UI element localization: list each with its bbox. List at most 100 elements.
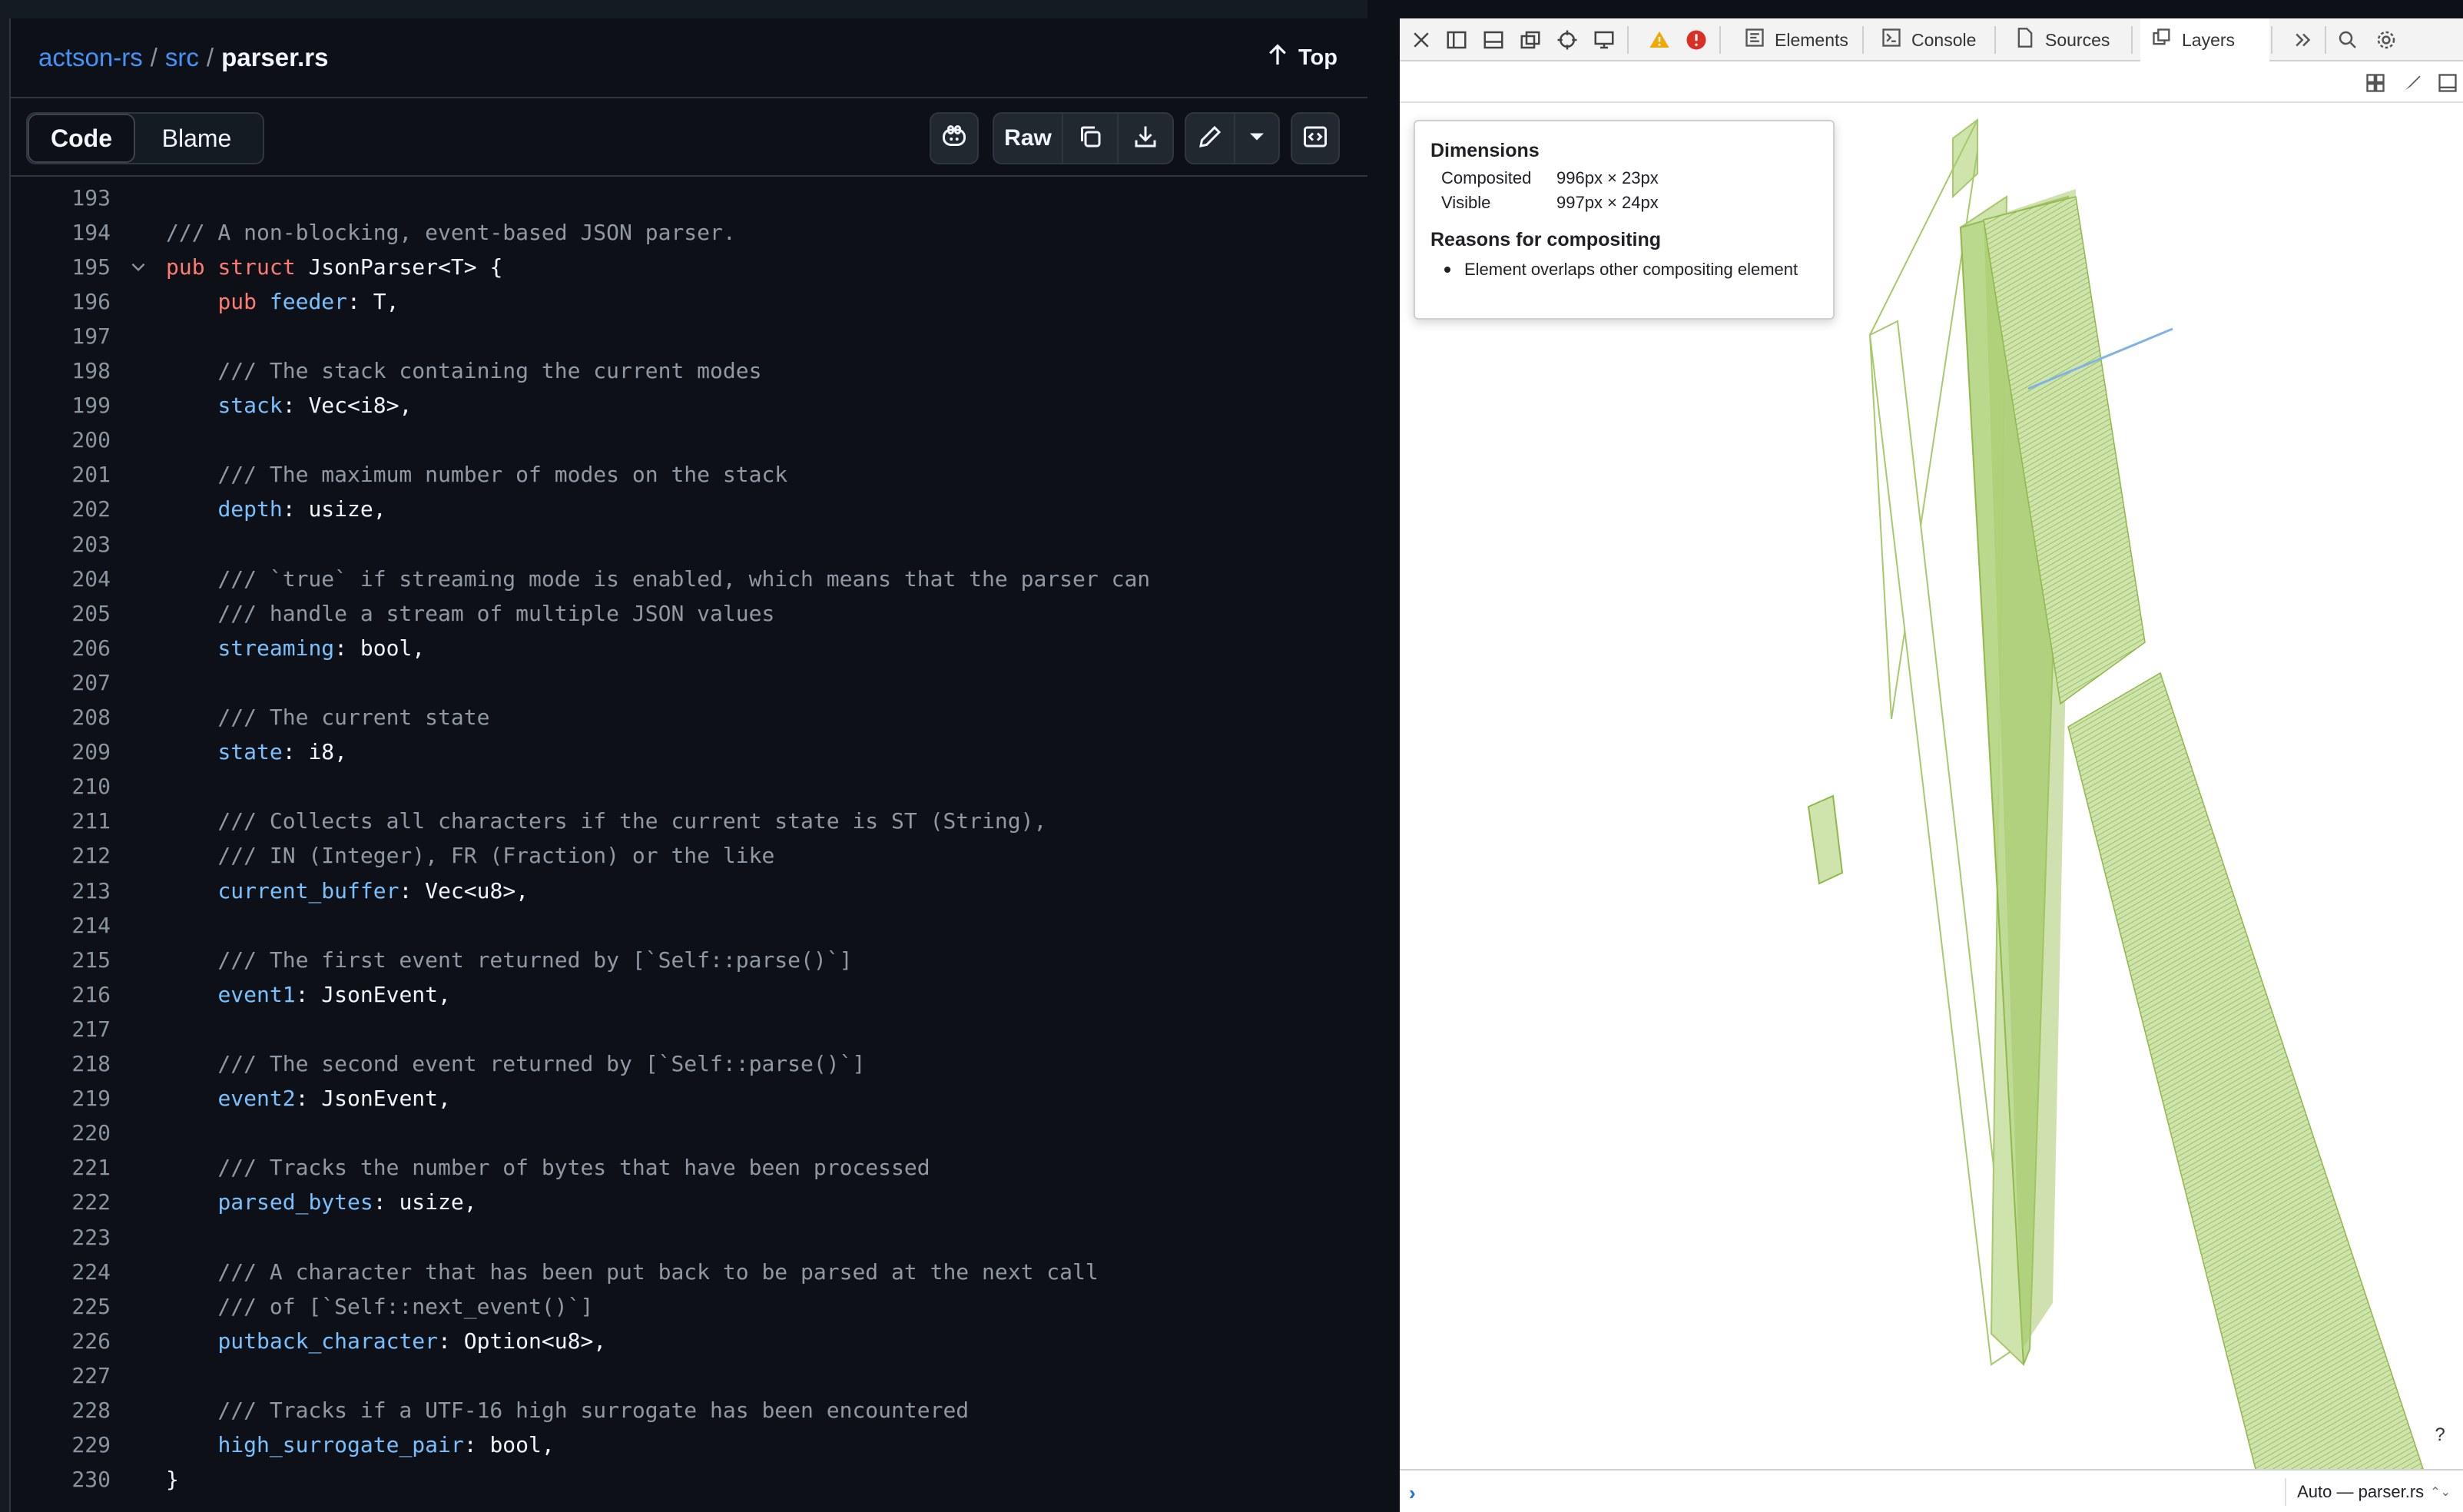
tab-elements[interactable]: Elements [1733,18,1861,61]
inspect-crosshair-icon[interactable] [1552,25,1583,55]
line-number[interactable]: 197 [71,323,111,349]
line-number[interactable]: 195 [71,254,111,280]
line-number[interactable]: 194 [71,219,111,245]
dock-bottom-icon[interactable] [1478,25,1509,55]
code-line[interactable]: 203 [11,526,1367,562]
copy-button[interactable] [1063,114,1119,163]
code-line[interactable]: 226 putback_character: Option<u8>, [11,1323,1367,1358]
edit-dropdown-button[interactable] [1235,114,1278,163]
console-prompt-icon[interactable]: › [1409,1481,1416,1504]
line-number[interactable]: 210 [71,774,111,800]
code-line[interactable]: 210 [11,769,1367,804]
code-line[interactable]: 219 event2: JsonEvent, [11,1081,1367,1116]
line-number[interactable]: 204 [71,565,111,592]
code-line[interactable]: 193 [11,180,1367,215]
line-number[interactable]: 201 [71,462,111,488]
tab-sources[interactable]: Sources [2004,18,2130,61]
line-number[interactable]: 198 [71,358,111,383]
fold-chevron-icon[interactable] [111,257,166,277]
line-number[interactable]: 217 [71,1016,111,1042]
code-line[interactable]: 194/// A non-blocking, event-based JSON … [11,214,1367,250]
error-icon[interactable] [1681,25,1712,55]
code-line[interactable]: 196 pub feeder: T, [11,284,1367,319]
line-number[interactable]: 203 [71,531,111,557]
code-line[interactable]: 228 /// Tracks if a UTF-16 high surrogat… [11,1393,1367,1428]
paint-profiler-grid-icon[interactable] [2363,71,2388,95]
line-number[interactable]: 223 [71,1224,111,1250]
tab-blame[interactable]: Blame [161,124,232,152]
line-number[interactable]: 207 [71,669,111,695]
code-line[interactable]: 229 high_surrogate_pair: bool, [11,1427,1367,1463]
line-number[interactable]: 206 [71,635,111,661]
tab-code[interactable]: Code [28,114,135,163]
line-number[interactable]: 213 [71,877,111,904]
panel-toggle-icon[interactable] [2435,71,2460,95]
code-line[interactable]: 218 /// The second event returned by [`S… [11,1046,1367,1082]
line-number[interactable]: 193 [71,184,111,211]
help-button[interactable]: ? [2425,1420,2455,1451]
code-line[interactable]: 211 /// Collects all characters if the c… [11,804,1367,839]
line-number[interactable]: 228 [71,1398,111,1423]
symbols-panel-button[interactable] [1291,112,1340,164]
code-line[interactable]: 212 /// IN (Integer), FR (Fraction) or t… [11,838,1367,874]
line-number[interactable]: 208 [71,705,111,730]
context-selector[interactable]: Auto — parser.rs ⌃⌄ [2285,1478,2451,1506]
code-line[interactable]: 202 depth: usize, [11,492,1367,527]
code-line[interactable]: 198 /// The stack containing the current… [11,353,1367,389]
code-line[interactable]: 224 /// A character that has been put ba… [11,1254,1367,1289]
line-number[interactable]: 196 [71,288,111,314]
line-number[interactable]: 226 [71,1328,111,1354]
close-icon[interactable] [1406,25,1437,55]
line-number[interactable]: 221 [71,1155,111,1181]
breadcrumb-dir-link[interactable]: src [164,43,199,71]
undock-icon[interactable] [1515,25,1546,55]
tab-layers[interactable]: Layers [2140,18,2269,61]
code-line[interactable]: 217 [11,1011,1367,1046]
line-number[interactable]: 215 [71,947,111,973]
code-line[interactable]: 197 [11,318,1367,353]
line-number[interactable]: 220 [71,1120,111,1146]
line-number[interactable]: 218 [71,1051,111,1076]
code-line[interactable]: 200 [11,423,1367,458]
code-line[interactable]: 227 [11,1358,1367,1393]
code-line[interactable]: 199 stack: Vec<i8>, [11,388,1367,423]
line-number[interactable]: 225 [71,1293,111,1319]
code-line[interactable]: 222 parsed_bytes: usize, [11,1185,1367,1220]
more-tabs-icon[interactable] [2288,25,2319,55]
line-number[interactable]: 199 [71,393,111,419]
code-line[interactable]: 216 event1: JsonEvent, [11,976,1367,1012]
code-line[interactable]: 208 /// The current state [11,700,1367,735]
code-line[interactable]: 213 current_buffer: Vec<u8>, [11,873,1367,908]
line-number[interactable]: 212 [71,843,111,869]
search-icon[interactable] [2332,25,2363,55]
breadcrumb-repo-link[interactable]: actson-rs [38,43,143,71]
code-line[interactable]: 205 /// handle a stream of multiple JSON… [11,595,1367,631]
paint-brush-icon[interactable] [2400,71,2425,95]
line-number[interactable]: 211 [71,808,111,834]
code-line[interactable]: 220 [11,1116,1367,1151]
top-button[interactable]: Top [1268,40,1338,75]
line-number[interactable]: 222 [71,1189,111,1215]
code-line[interactable]: 223 [11,1219,1367,1255]
line-number[interactable]: 202 [71,496,111,522]
line-number[interactable]: 200 [71,427,111,453]
line-number[interactable]: 216 [71,981,111,1007]
code-line[interactable]: 221 /// Tracks the number of bytes that … [11,1150,1367,1185]
copilot-button[interactable] [930,112,979,164]
code-line[interactable]: 204 /// `true` if streaming mode is enab… [11,561,1367,596]
line-number[interactable]: 227 [71,1362,111,1388]
line-number[interactable]: 214 [71,912,111,938]
warning-icon[interactable] [1644,25,1675,55]
device-mode-icon[interactable] [1589,25,1619,55]
layers-3d-view[interactable] [1400,104,2463,1484]
code-line[interactable]: 230} [11,1462,1367,1497]
gear-icon[interactable] [2371,25,2402,55]
dock-left-icon[interactable] [1441,25,1472,55]
download-button[interactable] [1119,114,1172,163]
line-number[interactable]: 205 [71,600,111,626]
code-line[interactable]: 209 state: i8, [11,734,1367,770]
code-line[interactable]: 214 [11,907,1367,943]
code-line[interactable]: 207 [11,665,1367,700]
line-number[interactable]: 219 [71,1086,111,1112]
code-line[interactable]: 225 /// of [`Self::next_event()`] [11,1288,1367,1324]
